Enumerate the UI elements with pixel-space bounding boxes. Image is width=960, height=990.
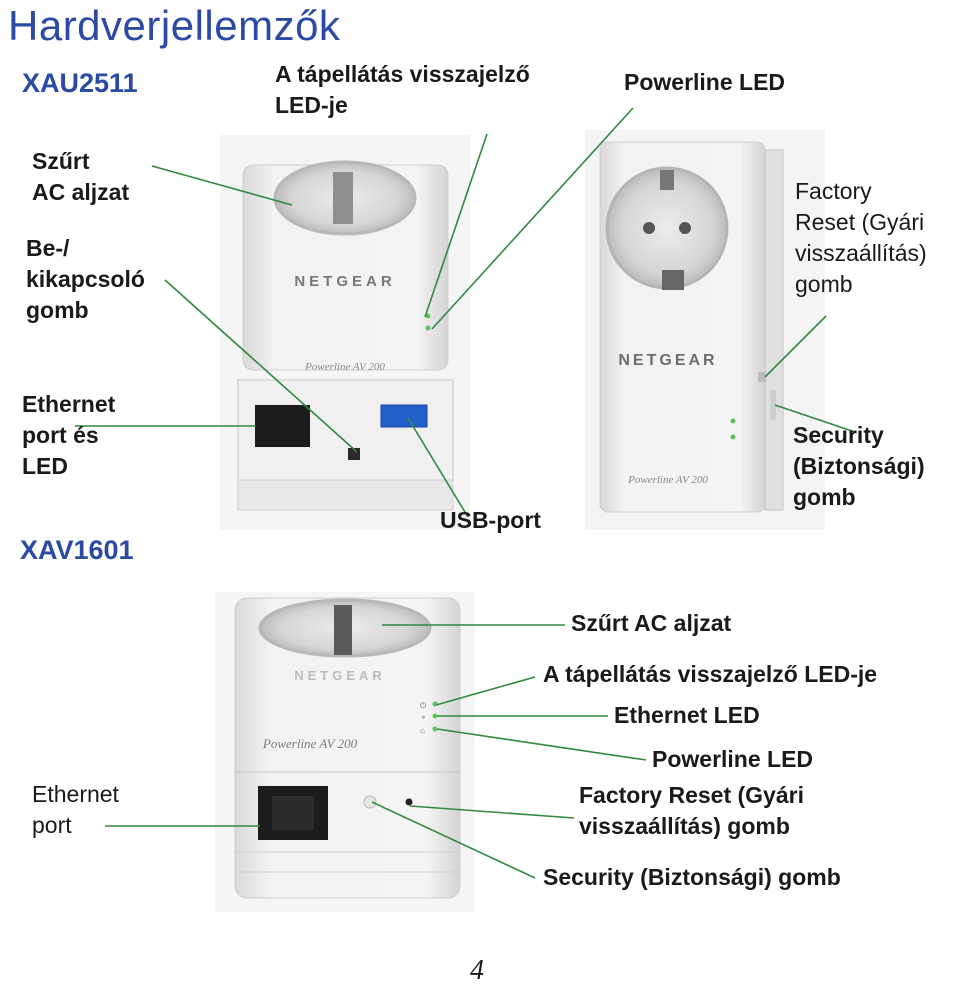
label-ethernet-port: Ethernet port [32,781,119,838]
factory-reset-button-icon [405,798,413,806]
model-label-xau2511: XAU2511 [22,68,138,98]
label-power-switch: Be-/ kikapcsoló gomb [26,235,145,323]
brand-text: NETGEAR [294,668,386,683]
label-power-led-2: A tápellátás visszajelző LED-je [543,661,878,687]
label-power-led: A tápellátás visszajelző LED-je [275,61,530,118]
label-powerline-led: Powerline LED [624,69,786,95]
model-label-xav1601: XAV1601 [20,535,134,565]
label-powerline-led-2: Powerline LED [652,746,814,772]
label-ethernet-port-led: Ethernet port és LED [22,391,116,479]
page-title: Hardverjellemzők [8,2,341,49]
label-security: Security (Biztonsági) gomb [793,422,925,510]
product-text: Powerline AV 200 [304,361,385,373]
usb-port-icon [380,404,428,428]
svg-text:⏻: ⏻ [420,701,427,710]
brand-text: NETGEAR [294,273,395,290]
svg-text:⚬: ⚬ [420,713,427,722]
label-filtered-ac: Szűrt AC aljzat [32,148,130,205]
xav1601-device: NETGEAR ⏻ ⚬ ⌂ Powerline AV 200 [215,592,475,912]
label-filtered-ac-2: Szűrt AC aljzat [571,610,732,636]
ethernet-port-icon [255,405,310,447]
label-factory-reset-2: Factory Reset (Gyári visszaállítás) gomb [579,782,804,839]
product-text: Powerline AV 200 [262,736,358,751]
page-number: 4 [470,955,484,986]
factory-reset-button-icon [758,372,766,382]
label-security-2: Security (Biztonsági) gomb [543,864,841,890]
label-factory-reset: Factory Reset (Gyári visszaállítás) gomb [795,178,927,297]
label-usb-port: USB-port [440,507,541,533]
product-text: Powerline AV 200 [627,474,708,486]
security-button-icon [363,795,377,809]
leader-lines [75,107,856,879]
label-ethernet-led: Ethernet LED [614,702,760,728]
svg-text:⌂: ⌂ [420,726,425,735]
security-button-icon [770,390,776,420]
xau2511-right-device: NETGEAR Powerline AV 200 [585,130,825,530]
brand-text: NETGEAR [618,352,717,369]
xau2511-left-device: NETGEAR Powerline AV 200 [220,135,470,530]
